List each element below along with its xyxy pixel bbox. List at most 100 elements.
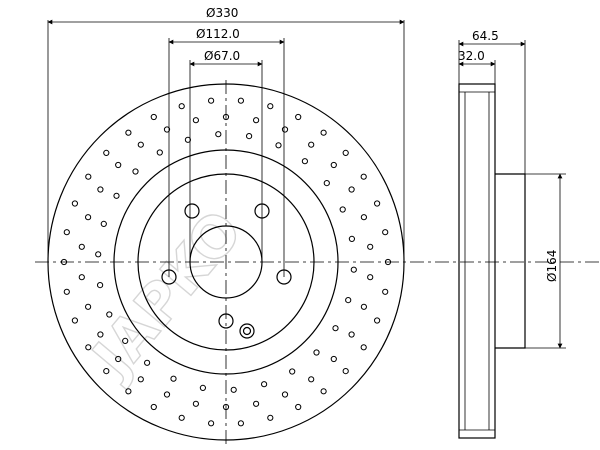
drill-hole: [267, 414, 274, 421]
drill-hole: [261, 381, 268, 388]
drill-hole: [125, 388, 132, 395]
drill-hole: [230, 386, 237, 393]
drill-hole: [85, 214, 92, 221]
drill-hole: [367, 274, 374, 281]
drill-hole: [63, 229, 70, 236]
drill-hole: [97, 331, 104, 338]
drill-hole: [150, 403, 157, 411]
watermark-logo: JAPKO: [78, 199, 255, 392]
disc-thickness-label: 32.0: [458, 49, 485, 63]
drill-hole: [281, 126, 289, 133]
drill-hole: [184, 136, 191, 143]
drill-hole: [382, 229, 389, 236]
bolt-hole: [184, 203, 200, 219]
locating-hole: [239, 323, 255, 339]
drill-hole: [215, 131, 222, 138]
drill-hole: [137, 376, 144, 383]
drill-hole: [199, 384, 206, 391]
pcd-label: Ø112.0: [196, 27, 240, 41]
drill-hole: [132, 168, 139, 175]
drill-hole: [103, 149, 110, 156]
drill-hole: [360, 303, 367, 310]
hat-diameter-label: Ø164: [545, 250, 559, 282]
drill-hole: [350, 266, 357, 273]
drill-hole: [63, 288, 70, 295]
drill-hole: [122, 337, 129, 344]
drill-hole: [267, 103, 274, 110]
drill-hole: [382, 288, 389, 295]
total-thickness-label: 64.5: [472, 29, 499, 43]
drill-hole: [163, 391, 171, 398]
drill-hole: [115, 161, 122, 169]
drill-hole: [97, 282, 104, 289]
drill-hole: [253, 117, 260, 124]
drill-hole: [345, 297, 352, 304]
drill-hole: [281, 391, 289, 398]
drill-hole: [97, 186, 104, 193]
drill-hole: [85, 303, 92, 310]
drill-hole: [313, 349, 320, 356]
drill-hole: [320, 388, 327, 395]
drill-hole: [342, 368, 349, 375]
drill-hole: [342, 149, 349, 156]
drill-hole: [348, 331, 355, 338]
drill-hole: [85, 344, 92, 351]
drill-hole: [106, 311, 113, 318]
drilled-holes: [60, 97, 392, 427]
drill-hole: [115, 355, 122, 363]
drill-hole: [103, 368, 110, 375]
drill-hole: [113, 192, 120, 199]
drill-hole: [301, 158, 308, 165]
outer-diameter-dimension: [47, 19, 405, 262]
disc-side-view: [458, 83, 526, 439]
drill-hole: [208, 97, 215, 104]
drill-hole: [95, 251, 102, 258]
drill-hole: [137, 141, 144, 148]
drill-hole: [144, 359, 151, 366]
drill-hole: [295, 113, 302, 121]
drill-hole: [348, 235, 355, 242]
center-lines: [35, 80, 600, 445]
drill-hole: [78, 243, 85, 250]
drill-hole: [320, 129, 327, 136]
drill-hole: [125, 129, 132, 136]
drill-hole: [156, 149, 163, 156]
drill-hole: [374, 200, 381, 207]
drill-hole: [178, 414, 185, 421]
drill-hole: [253, 400, 260, 407]
drill-hole: [237, 420, 244, 427]
pcd-dimension: [168, 38, 285, 277]
drill-hole: [275, 142, 282, 149]
drill-hole: [246, 133, 253, 140]
center-bore-label: Ø67.0: [204, 49, 240, 63]
drill-hole: [308, 141, 315, 148]
drill-hole: [332, 325, 339, 332]
disc-thickness-dimension: [458, 60, 496, 84]
drill-hole: [360, 214, 367, 221]
drill-hole: [150, 113, 157, 121]
outer-diameter-label: Ø330: [206, 6, 238, 20]
drill-hole: [71, 200, 79, 207]
drill-hole: [178, 103, 185, 110]
drill-hole: [360, 173, 367, 180]
drill-hole: [192, 117, 199, 124]
drill-hole: [237, 97, 244, 104]
drill-hole: [100, 220, 107, 227]
locating-hole-inner: [242, 326, 252, 336]
drill-hole: [295, 403, 302, 411]
center-bore-dimension: [189, 60, 263, 262]
drill-hole: [85, 173, 92, 180]
drill-hole: [208, 420, 215, 427]
friction-ring-section: [458, 83, 496, 439]
drill-hole: [71, 317, 79, 324]
drill-hole: [330, 355, 337, 363]
drill-hole: [339, 206, 346, 213]
drill-hole: [78, 274, 85, 281]
drill-hole: [308, 376, 315, 383]
drill-hole: [348, 186, 355, 193]
drill-hole: [360, 344, 367, 351]
hat-diameter-dimension: [525, 173, 566, 349]
drill-hole: [289, 368, 296, 375]
drill-hole: [170, 375, 177, 382]
